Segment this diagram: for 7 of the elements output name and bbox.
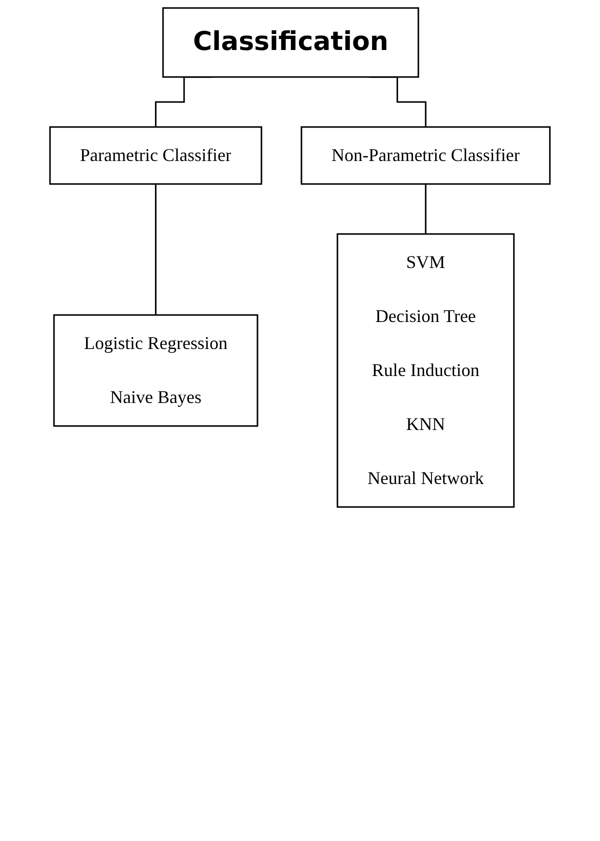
- node-box: SVM Decision Tree Rule Induction KNN Neural Network: [336, 233, 515, 508]
- node-box: Logistic Regression Naive Bayes: [53, 314, 258, 427]
- connector: [155, 183, 157, 316]
- node-box: Parametric Classifier: [49, 126, 262, 185]
- connector: [424, 183, 426, 235]
- node-box: Classification: [162, 7, 420, 78]
- node-box: Non-Parametric Classifier: [300, 126, 551, 185]
